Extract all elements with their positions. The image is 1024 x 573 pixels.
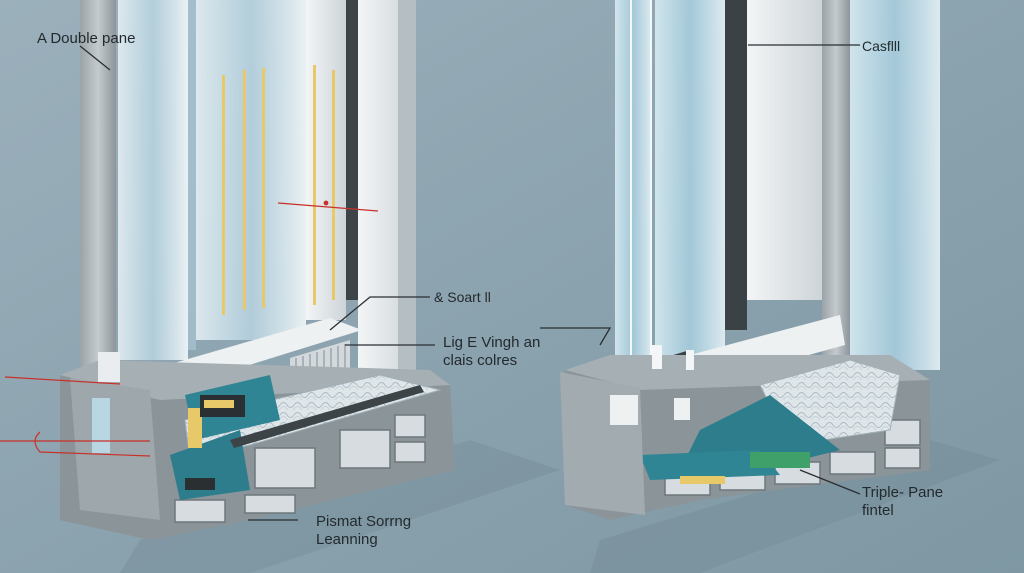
left-spacer-line-5 xyxy=(332,70,335,300)
left-outer-frame-stile xyxy=(80,0,116,380)
right-notch-a xyxy=(652,345,662,369)
right-dark-stile xyxy=(725,0,747,330)
right-glass-pane-1 xyxy=(615,0,651,360)
left-end-cap-slot xyxy=(92,398,110,453)
left-spacer-line-1 xyxy=(222,75,225,315)
left-end-cap-notch xyxy=(98,352,120,382)
label-vingh-line2: clais colres xyxy=(443,352,540,370)
right-end-cap xyxy=(560,372,645,515)
label-pismat: Pismat Sorrng Leanning xyxy=(316,513,411,549)
label-pismat-line1: Pismat Sorrng xyxy=(316,513,411,531)
label-soart: & Soart ll xyxy=(434,288,491,306)
left-spacer-line-3 xyxy=(262,68,265,308)
left-yellow-strip xyxy=(188,408,202,448)
right-glass-pane-2 xyxy=(655,0,725,360)
left-edge-stile xyxy=(398,0,416,390)
right-thin-line-1 xyxy=(630,0,632,380)
label-pismat-line2: Leanning xyxy=(316,531,411,549)
right-green-strip xyxy=(750,452,810,468)
left-air-gap xyxy=(188,0,196,350)
label-casfill: Casflll xyxy=(862,37,900,55)
right-thin-line-2 xyxy=(650,0,652,380)
left-gasket-yellow xyxy=(204,400,234,408)
left-glass-pane-inner xyxy=(196,0,306,340)
right-glass-pane-3 xyxy=(850,0,940,370)
label-double-pane: A Double pane xyxy=(37,30,135,48)
label-vingh: Lig E Vingh an clais colres xyxy=(443,334,540,370)
left-inner-stile xyxy=(306,0,346,320)
right-end-cap-box xyxy=(610,395,638,425)
label-vingh-line1: Lig E Vingh an xyxy=(443,334,540,352)
label-triple-line2: fintel xyxy=(862,502,943,520)
right-small-block xyxy=(674,398,690,420)
label-triple: Triple- Pane fintel xyxy=(862,484,943,520)
arrow-upper-dot xyxy=(324,201,328,205)
left-dark-stile xyxy=(346,0,358,300)
right-notch-b xyxy=(686,350,694,370)
left-spacer-line-4 xyxy=(313,65,316,305)
label-triple-line1: Triple- Pane xyxy=(862,484,943,502)
left-bottom-gasket xyxy=(185,478,215,490)
right-yellow-strip xyxy=(680,476,725,484)
left-end-cap xyxy=(70,378,160,520)
left-glass-pane-outer xyxy=(118,0,188,360)
left-spacer-line-2 xyxy=(243,70,246,310)
